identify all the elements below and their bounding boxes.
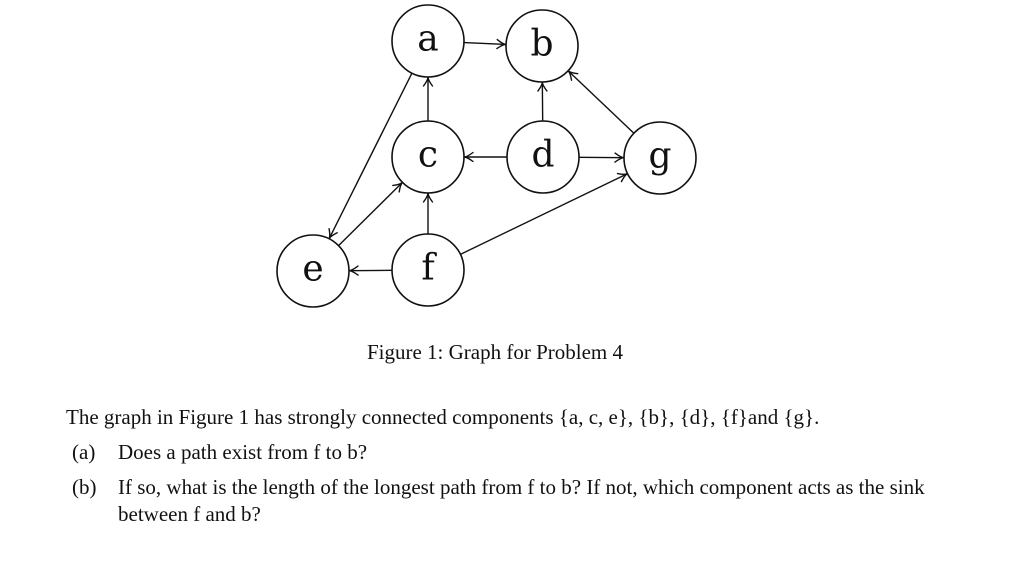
edge-line (567, 70, 635, 134)
problem-intro: The graph in Figure 1 has strongly conne… (66, 405, 820, 429)
node-e: e (276, 234, 350, 308)
node-circle (623, 121, 697, 195)
node-circle (506, 120, 580, 194)
question-a-text: Does a path exist from f to b? (118, 440, 368, 464)
node-label: c (418, 135, 438, 176)
question-a-label: (a) (72, 440, 96, 464)
edge-line (463, 41, 507, 46)
graph-diagram: a b c d g e f (276, 4, 697, 308)
node-circle (276, 234, 350, 308)
node-b: b (505, 9, 579, 83)
node-circle (505, 9, 579, 83)
node-c: c (391, 120, 465, 194)
edge-c-to-a (422, 76, 434, 121)
edge-a-to-b (463, 38, 507, 50)
edge-line (328, 72, 413, 240)
edge-line (460, 173, 628, 255)
edge-d-to-g (578, 152, 625, 163)
node-label: b (530, 24, 553, 65)
edge-g-to-b (567, 70, 635, 134)
node-a: a (391, 4, 465, 78)
node-label: a (417, 19, 438, 60)
question-a: (a) Does a path exist from f to b? (72, 439, 986, 466)
edge-f-to-e (348, 265, 393, 276)
node-label: f (421, 248, 437, 289)
node-circle (391, 233, 465, 307)
node-d: d (506, 120, 580, 194)
edge-d-to-c (463, 151, 507, 163)
figure-caption: Figure 1: Graph for Problem 4 (366, 340, 624, 364)
question-b-text: If so, what is the length of the longest… (118, 475, 925, 526)
edge-e-to-c (338, 181, 403, 247)
node-label: d (531, 135, 554, 176)
node-g: g (623, 121, 697, 195)
node-label: e (302, 249, 323, 290)
question-b: (b) If so, what is the length of the lon… (72, 474, 986, 528)
nodes-layer: a b c d g e f (276, 4, 697, 308)
edge-d-to-b (537, 81, 548, 122)
node-circle (391, 4, 465, 78)
node-f: f (391, 233, 465, 307)
problem-text: The graph in Figure 1 has strongly conne… (66, 404, 986, 536)
node-circle (391, 120, 465, 194)
edges-layer (328, 38, 635, 276)
node-label: g (648, 136, 671, 177)
question-b-label: (b) (72, 475, 97, 499)
edge-f-to-c (422, 192, 434, 234)
edge-line (338, 181, 403, 247)
